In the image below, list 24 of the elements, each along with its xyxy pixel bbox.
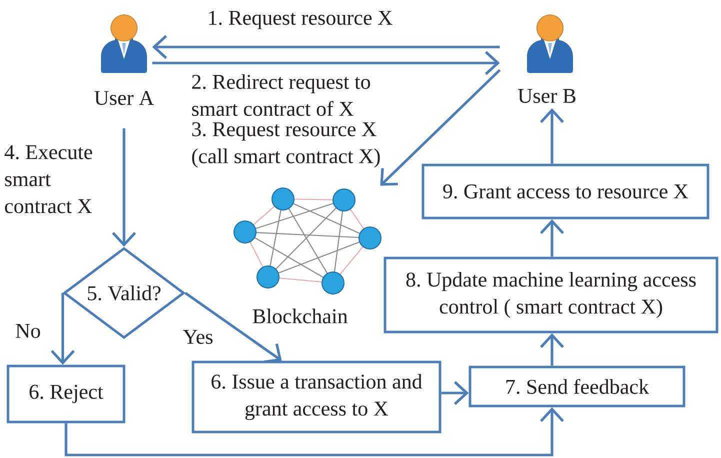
edge-label: 4. Execute smart contract X: [4, 145, 92, 214]
process-box: 7. Send feedback: [468, 366, 686, 408]
process-box: 9. Grant access to resource X: [422, 164, 710, 220]
arrow: [112, 128, 136, 247]
name-label: User A: [94, 90, 154, 106]
arrow: [152, 51, 500, 75]
arrow: [64, 407, 564, 456]
edge-label: 2. Redirect request to smart contract of X: [192, 74, 370, 116]
arrow: [540, 108, 564, 164]
process-box: 6. Reject: [6, 364, 126, 424]
edge-label: No: [16, 324, 40, 338]
arrow: [380, 69, 501, 186]
arrow: [50, 293, 75, 365]
edge-label: 3. Request resource X (call smart contract X): [192, 122, 380, 168]
process-box: 6. Issue a transaction and grant access to X: [192, 360, 442, 434]
arrow: [441, 381, 469, 405]
arrow: [540, 219, 564, 257]
network-label: Blockchain: [252, 308, 348, 324]
name-label: User B: [518, 89, 576, 103]
arrow: [184, 292, 282, 364]
process-box: 8. Update machine learning access control ( smart contract X): [384, 256, 718, 334]
arrow: [152, 35, 500, 59]
arrow: [540, 333, 564, 366]
edge-label: 1. Request resource X: [209, 10, 392, 30]
